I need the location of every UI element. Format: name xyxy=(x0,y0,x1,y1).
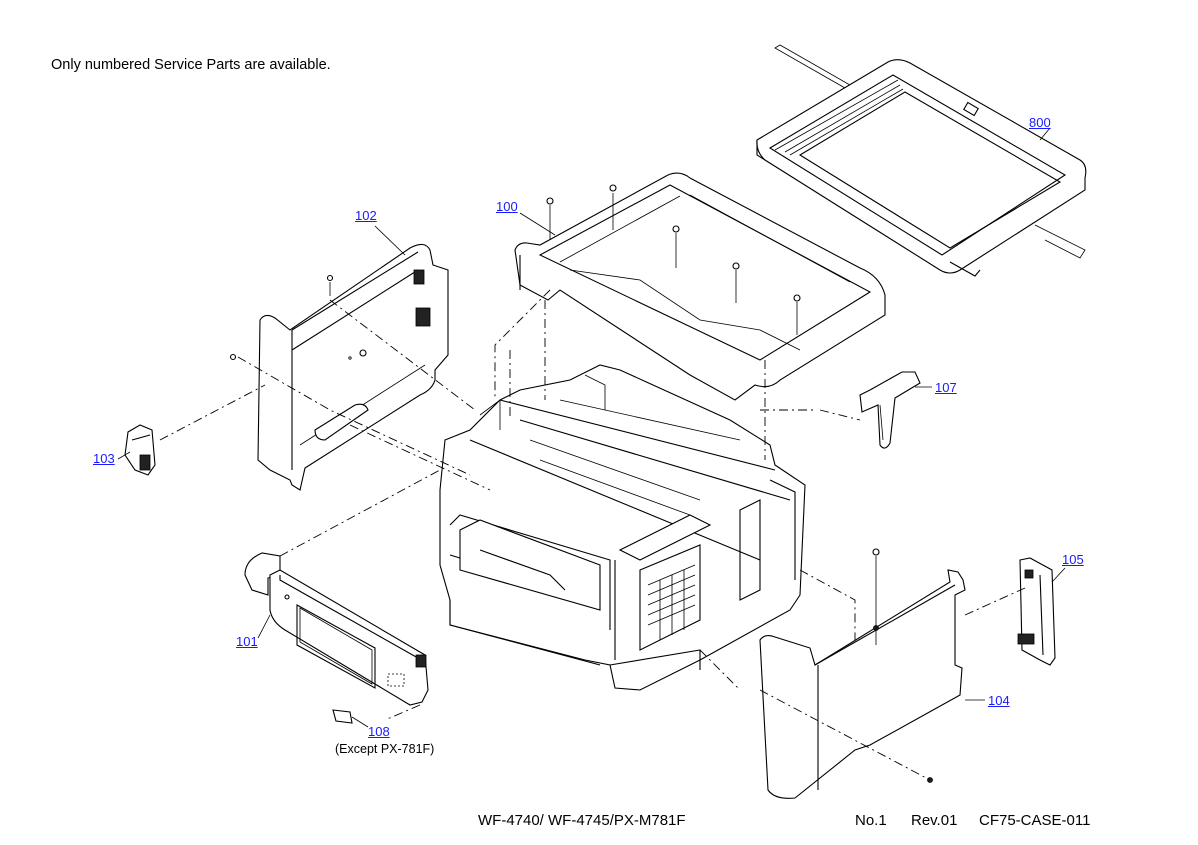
right-cover-105 xyxy=(1017,557,1056,666)
part-label-104[interactable]: 104 xyxy=(988,693,1010,708)
upper-housing-100 xyxy=(514,172,886,401)
footer-revision: Rev.01 xyxy=(911,812,958,829)
part-label-101[interactable]: 101 xyxy=(236,634,258,649)
part-label-107[interactable]: 107 xyxy=(935,380,957,395)
leader-lines xyxy=(117,127,1066,701)
left-cover-103 xyxy=(124,424,156,476)
hinge-bracket-107 xyxy=(859,371,921,449)
footer-models: WF-4740/ WF-4745/PX-M781F xyxy=(478,812,686,829)
scanner-unit-800 xyxy=(756,44,1087,277)
part-108-note: (Except PX-781F) xyxy=(335,742,435,756)
part-label-102[interactable]: 102 xyxy=(355,208,377,223)
part-label-100[interactable]: 100 xyxy=(496,199,518,214)
part-label-108[interactable]: 108 xyxy=(368,724,390,739)
right-housing-104 xyxy=(759,548,966,799)
availability-note: Only numbered Service Parts are availabl… xyxy=(51,57,331,73)
part-label-103[interactable]: 103 xyxy=(93,451,115,466)
printer-main-body xyxy=(439,364,806,691)
left-housing-102 xyxy=(257,243,449,491)
assembly-lines xyxy=(159,289,1026,781)
part-label-105[interactable]: 105 xyxy=(1062,552,1084,567)
control-panel-101 xyxy=(244,552,429,706)
footer-doc-code: CF75-CASE-011 xyxy=(979,812,1091,829)
footer-page-no: No.1 xyxy=(855,812,887,829)
part-label-800[interactable]: 800 xyxy=(1029,115,1051,130)
panel-label-108 xyxy=(332,709,369,728)
